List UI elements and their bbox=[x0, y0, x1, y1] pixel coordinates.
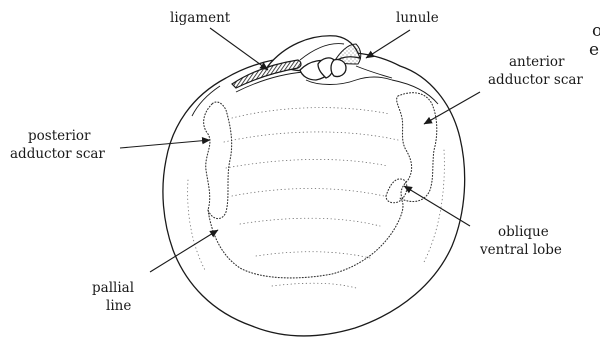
label-posterior-line2: adductor scar bbox=[10, 146, 105, 162]
lunule-arrow bbox=[366, 30, 410, 58]
label-anterior-line1: anterior bbox=[509, 54, 565, 70]
label-anterior-line2: adductor scar bbox=[488, 72, 583, 88]
corner-letter-o: o bbox=[592, 21, 600, 41]
ligament-arrow bbox=[210, 28, 268, 70]
label-lunule: lunule bbox=[396, 10, 439, 26]
label-ligament: ligament bbox=[170, 10, 231, 26]
corner-letter-e: e bbox=[589, 40, 599, 60]
label-oblique-line2: ventral lobe bbox=[479, 242, 562, 258]
label-pallial-line2: line bbox=[106, 298, 131, 314]
label-oblique-line1: oblique bbox=[498, 224, 549, 240]
shell-valve bbox=[163, 36, 465, 336]
label-posterior-line1: posterior bbox=[28, 128, 91, 144]
label-pallial-line1: pallial bbox=[92, 280, 134, 296]
